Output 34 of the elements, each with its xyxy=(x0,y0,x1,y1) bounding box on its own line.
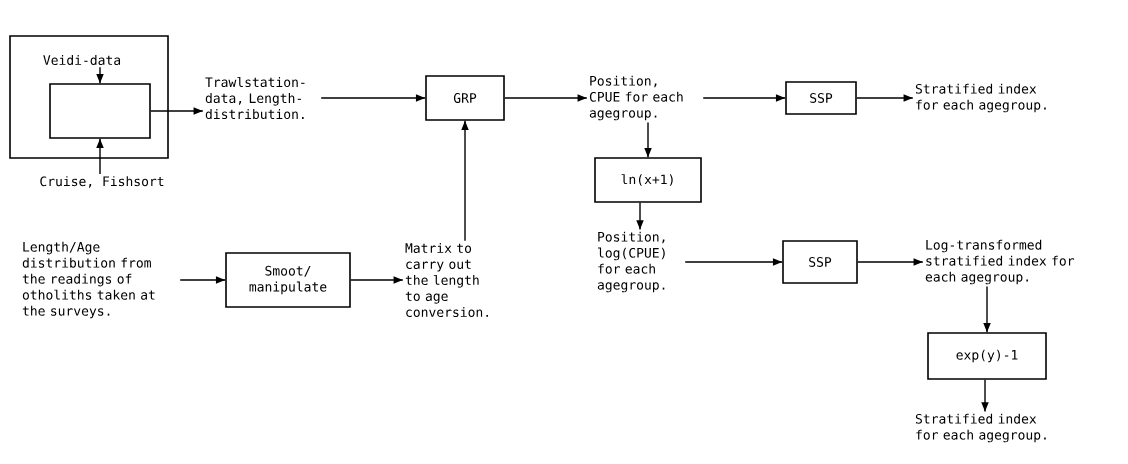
flow-text: Position, CPUE for each agegroup. xyxy=(589,75,683,121)
arrow xyxy=(644,121,652,158)
process-box: SSP xyxy=(782,240,858,284)
arrow xyxy=(702,94,786,102)
arrow xyxy=(504,94,588,102)
flow-text: Stratified index for each agegroup. xyxy=(915,413,1046,443)
flow-text: Trawlstation-data, Length-distribution. xyxy=(205,76,305,120)
process-box: exp(y)-1 xyxy=(927,332,1047,380)
arrow xyxy=(350,276,404,284)
flow-text: Position, log(CPUE) for each agegroup. xyxy=(597,231,665,293)
flow-text: Length/Age distribution from the readings of otholiths taken at the surveys. xyxy=(22,241,155,319)
flow-text: Matrix to carry out the length to age conversion. xyxy=(405,242,488,318)
arrow xyxy=(636,202,644,231)
arrow xyxy=(96,66,104,84)
arrow xyxy=(983,285,991,333)
arrow xyxy=(684,258,783,266)
flow-text: Stratified index for each agegroup. xyxy=(915,83,1046,113)
process-box: ln(x+1) xyxy=(594,157,702,203)
arrow xyxy=(320,94,426,102)
flow-text: Veidi-data xyxy=(43,54,121,66)
arrow xyxy=(856,94,914,102)
process-box: SSP xyxy=(785,81,857,115)
empty-box xyxy=(49,83,151,139)
flow-text: Cruise, Fishsort xyxy=(40,176,164,188)
arrow xyxy=(981,379,989,413)
arrow xyxy=(179,276,226,284)
flow-text: Log-transformed stratified index for each agegroup. xyxy=(925,239,1075,285)
arrow xyxy=(857,258,924,266)
process-box: Smoot/ manipulate xyxy=(225,252,351,308)
arrow xyxy=(461,120,469,242)
process-box: GRP xyxy=(425,75,505,121)
arrow xyxy=(96,138,104,175)
container-box xyxy=(9,35,169,159)
arrow xyxy=(150,107,204,115)
